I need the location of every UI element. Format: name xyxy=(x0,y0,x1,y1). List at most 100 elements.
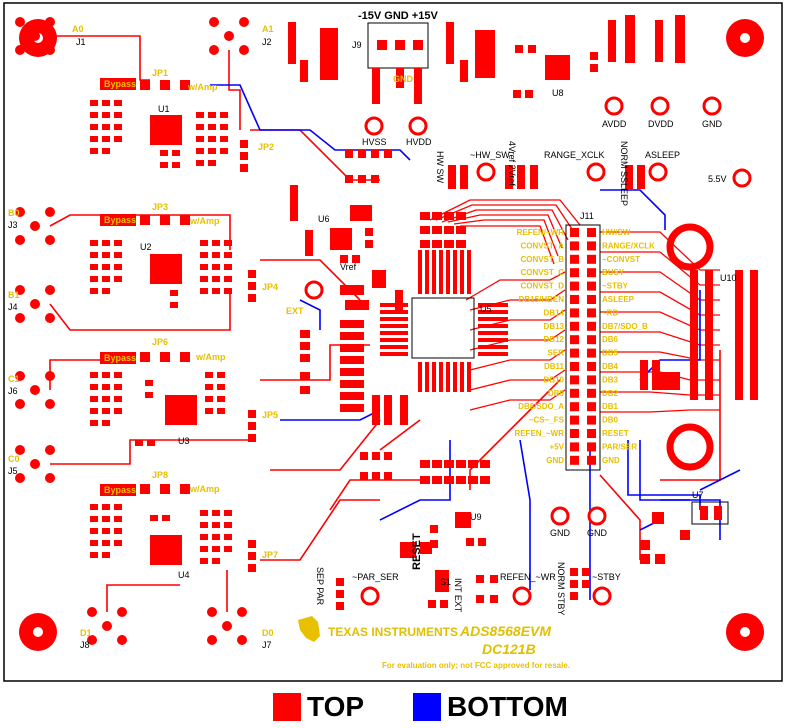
bypass-label-a: Bypass xyxy=(104,79,136,89)
pin-label-right: DB3 xyxy=(602,375,619,384)
tp-ext-label: EXT xyxy=(286,306,304,316)
pin-label-right: RANGE/XCLK xyxy=(602,241,655,250)
power-header-ref: J9 xyxy=(352,40,362,50)
tp-range-label: RANGE_XCLK xyxy=(544,150,605,160)
pcb-board: A0 J1 A1 J2 B0 J3 B1 J4 C1 J6 C0 J5 D1 J… xyxy=(3,2,783,682)
bypass-label-d: Bypass xyxy=(104,485,136,495)
hw-sw-label: HW SW xyxy=(435,151,445,183)
j11-pin xyxy=(587,402,596,412)
pin-label-right: DB2 xyxy=(602,389,619,398)
pcb-code: DC121B xyxy=(482,641,536,657)
pin-label-left: DB13 xyxy=(544,322,565,331)
j11-pin xyxy=(570,241,579,251)
j11-pin xyxy=(570,442,579,452)
tp-hvdd-label: HVDD xyxy=(406,137,432,147)
tp-gnd-label: GND xyxy=(702,119,723,129)
j11-pin xyxy=(570,375,579,385)
ti-logo: TEXAS INSTRUMENTS xyxy=(298,616,458,642)
opamp-ref-d: U4 xyxy=(178,570,190,580)
connector-label-a0: A0 xyxy=(72,24,84,34)
sep-par-label: SEP PAR xyxy=(315,567,325,606)
pin-label-left: +5V xyxy=(550,442,565,451)
tp-refen-label: REFEN_~WR xyxy=(500,572,556,582)
wamp-label-b: w/Amp xyxy=(189,216,220,226)
connector-ref-a1: J2 xyxy=(262,37,272,47)
connector-ref-a0: J1 xyxy=(76,37,86,47)
pin-labels-right: HW/SWRANGE/XCLK~CONVSTBUSY~STBYASLEEP~RD… xyxy=(602,228,655,465)
j11-ref: J11 xyxy=(580,211,594,221)
j11-pin xyxy=(570,281,579,291)
disclaimer: For evaluation only; not FCC approved fo… xyxy=(382,661,570,670)
pin-label-left: DB12 xyxy=(544,335,565,344)
connector-label-c0: C0 xyxy=(8,454,20,464)
pin-label-left: CONVST_A xyxy=(520,241,564,250)
top-components xyxy=(288,15,685,189)
j11-pin xyxy=(570,335,579,345)
edge-connector-columns xyxy=(640,270,758,400)
tp-parser-label: ~PAR_SER xyxy=(352,572,399,582)
u8-ref: U8 xyxy=(552,88,564,98)
connector-label-b0: B0 xyxy=(8,208,20,218)
j11-pin xyxy=(587,442,596,452)
tp-avdd-label: AVDD xyxy=(602,119,627,129)
header-mounting-rings xyxy=(666,223,714,471)
legend-bottom-label: BOTTOM xyxy=(447,691,568,722)
connector-ref-b0: J3 xyxy=(8,220,18,230)
power-header: -15V GND +15V J9 GND xyxy=(352,10,438,104)
j11-pin xyxy=(570,348,579,358)
j11-pin xyxy=(570,228,579,237)
j11-pin xyxy=(587,295,596,304)
j11-pin xyxy=(570,268,579,278)
pin-label-left: DB14 xyxy=(544,308,565,317)
pin-label-right: DB5 xyxy=(602,349,619,358)
reference-section xyxy=(290,185,403,314)
channel-a: Bypass JP1 w/Amp U1 JP2 xyxy=(90,68,274,172)
j11-pin xyxy=(587,228,596,237)
pin-label-right: PAR/SER xyxy=(602,442,637,451)
pin-label-left: CONVST_C xyxy=(520,268,564,277)
tp-5v5-label: 5.5V xyxy=(708,174,727,184)
j11-pin xyxy=(570,321,579,331)
pin-label-right: ~CONVST xyxy=(602,255,640,264)
j11-header: J11 REFEN/~WRCONVST_ACONVST_BCONVST_CCON… xyxy=(514,211,655,471)
j11-pin xyxy=(587,375,596,385)
tp-stby-label: ~STBY xyxy=(592,572,621,582)
pin-label-left: SER xyxy=(548,349,565,358)
pin-label-right: ASLEEP xyxy=(602,295,635,304)
connector-ref-b1: J4 xyxy=(8,302,18,312)
product-name: ADS8568EVM xyxy=(459,623,551,639)
pin-label-right: DB0 xyxy=(602,416,619,425)
j11-pin xyxy=(587,254,596,264)
u10-ref: U10 xyxy=(720,273,737,283)
wamp-label-a: w/Amp xyxy=(187,82,218,92)
j11-pin xyxy=(587,321,596,331)
power-header-title: -15V GND +15V xyxy=(358,10,438,22)
test-points: HVSS HVDD AVDD DVDD GND 5.5V GND GND ~HW… xyxy=(286,96,752,606)
connector-ref-d1: J8 xyxy=(80,640,90,650)
connector-labels: A0 J1 A1 J2 B0 J3 B1 J4 C1 J6 C0 J5 D1 J… xyxy=(8,24,274,650)
wamp-label-d: w/Amp xyxy=(189,484,220,494)
ti-logo-text: TEXAS INSTRUMENTS xyxy=(328,625,458,639)
sma-connectors xyxy=(15,17,249,645)
pin-label-left: DB9 xyxy=(548,389,565,398)
pin-label-left: ~CS~_FS xyxy=(529,416,565,425)
pin-label-right: BUSY xyxy=(602,268,625,277)
j11-pin xyxy=(570,455,579,465)
legend-bottom: BOTTOM xyxy=(413,690,568,724)
j11-pin xyxy=(570,415,579,425)
jumper-side-c: JP5 xyxy=(262,410,278,420)
tp-asleep-label: ASLEEP xyxy=(645,150,680,160)
j11-pin xyxy=(587,388,596,398)
pin-labels-left: REFEN/~WRCONVST_ACONVST_BCONVST_CCONVST_… xyxy=(514,228,564,465)
j11-pin xyxy=(570,388,579,398)
pin-label-left: DB11 xyxy=(544,362,565,371)
j11-pin xyxy=(587,415,596,425)
tp-vref-label: Vref xyxy=(340,262,357,272)
channel-c: Bypass JP6 w/Amp U3 JP5 xyxy=(90,337,278,446)
j11-pin xyxy=(587,455,596,465)
jumper-side-b: JP4 xyxy=(262,282,278,292)
j11-pin xyxy=(570,362,579,371)
connector-ref-c0: J5 xyxy=(8,466,18,476)
bypass-label-c: Bypass xyxy=(104,353,136,363)
pin-label-right: RESET xyxy=(602,429,629,438)
